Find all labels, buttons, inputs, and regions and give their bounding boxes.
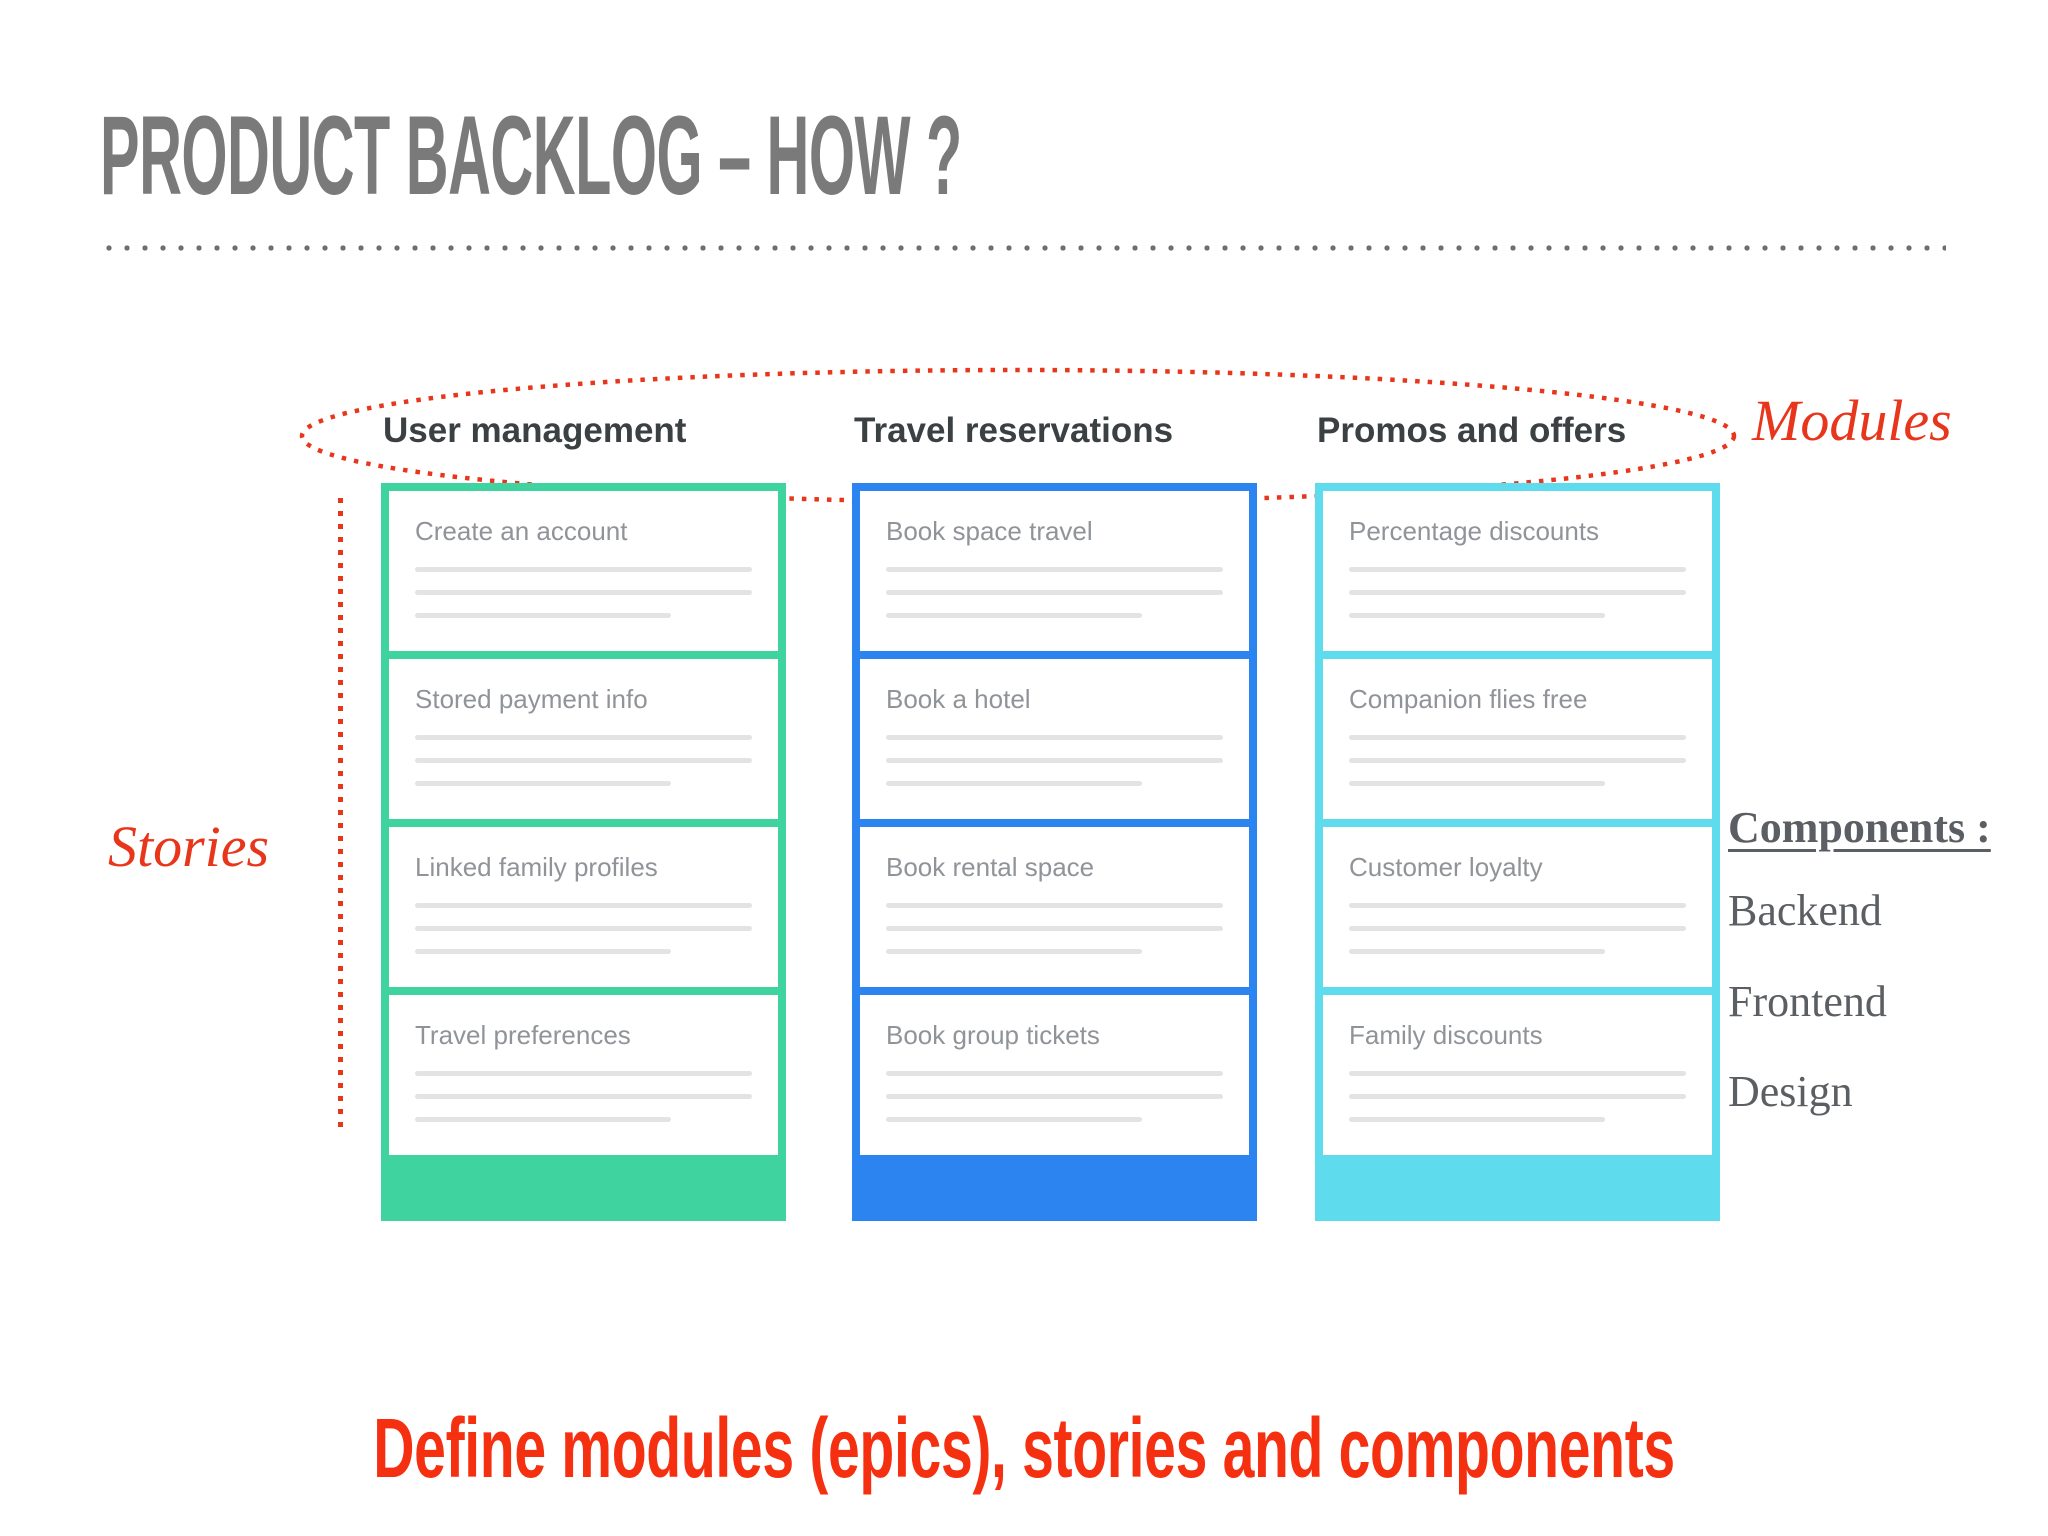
- story-card: Customer loyalty: [1323, 827, 1712, 987]
- component-item-design: Design: [1728, 1067, 1853, 1117]
- story-card-title: Customer loyalty: [1349, 852, 1543, 882]
- placeholder-line: [415, 1094, 752, 1099]
- story-card: Travel preferences: [389, 995, 778, 1155]
- placeholder-line: [886, 758, 1223, 763]
- story-card-title: Family discounts: [1349, 1020, 1543, 1050]
- placeholder-line: [415, 758, 752, 763]
- placeholder-line: [415, 735, 752, 740]
- column-header-promos-and-offers: Promos and offers: [1317, 411, 1627, 450]
- story-card: Book space travel: [860, 491, 1249, 651]
- story-card: Book a hotel: [860, 659, 1249, 819]
- stories-dotted-line: [338, 498, 343, 1128]
- placeholder-line: [415, 1071, 752, 1076]
- placeholder-line: [415, 926, 752, 931]
- story-card-title: Percentage discounts: [1349, 516, 1600, 546]
- page-title: PRODUCT BACKLOG – HOW ?: [100, 93, 962, 218]
- backlog-column-promos-and-offers: Percentage discounts Companion flies fre…: [1315, 483, 1720, 1221]
- story-card: Percentage discounts: [1323, 491, 1712, 651]
- story-card-title: Book group tickets: [886, 1020, 1100, 1050]
- story-card: Linked family profiles: [389, 827, 778, 987]
- story-card: Book rental space: [860, 827, 1249, 987]
- placeholder-line: [886, 1071, 1223, 1076]
- story-card-title: Book a hotel: [886, 684, 1031, 714]
- placeholder-line: [415, 1117, 672, 1122]
- components-heading: Components :: [1728, 803, 1991, 852]
- placeholder-line: [886, 949, 1143, 954]
- placeholder-line: [1349, 567, 1686, 572]
- placeholder-line: [1349, 781, 1606, 786]
- placeholder-line: [886, 926, 1223, 931]
- placeholder-line: [1349, 1094, 1686, 1099]
- backlog-column-travel-reservations: Book space travel Book a hotel Book rent…: [852, 483, 1257, 1221]
- component-item-backend: Backend: [1728, 885, 1882, 935]
- placeholder-line: [886, 1117, 1143, 1122]
- component-item-frontend: Frontend: [1728, 976, 1887, 1026]
- slide-caption: Define modules (epics), stories and comp…: [373, 1401, 1675, 1495]
- story-card: Companion flies free: [1323, 659, 1712, 819]
- placeholder-line: [1349, 613, 1606, 618]
- placeholder-line: [415, 590, 752, 595]
- stories-label: Stories: [108, 814, 270, 879]
- modules-label: Modules: [1752, 388, 1952, 453]
- column-header-travel-reservations: Travel reservations: [854, 411, 1174, 450]
- placeholder-line: [886, 1094, 1223, 1099]
- placeholder-line: [415, 781, 672, 786]
- placeholder-line: [1349, 949, 1606, 954]
- placeholder-line: [1349, 903, 1686, 908]
- placeholder-line: [886, 781, 1143, 786]
- placeholder-line: [886, 590, 1223, 595]
- column-header-user-management: User management: [383, 411, 687, 450]
- placeholder-line: [1349, 758, 1686, 763]
- story-card-title: Linked family profiles: [415, 852, 658, 882]
- placeholder-line: [415, 567, 752, 572]
- story-card-title: Book space travel: [886, 516, 1093, 546]
- caption-row: Define modules (epics), stories and comp…: [0, 1401, 2048, 1495]
- placeholder-line: [886, 903, 1223, 908]
- placeholder-line: [1349, 926, 1686, 931]
- placeholder-line: [1349, 1117, 1606, 1122]
- placeholder-line: [415, 949, 672, 954]
- placeholder-line: [886, 735, 1223, 740]
- components-panel: Components : Backend Frontend Design: [1728, 802, 1991, 1119]
- backlog-column-user-management: Create an account Stored payment info Li…: [381, 483, 786, 1221]
- story-card-title: Stored payment info: [415, 684, 648, 714]
- title-separator-dotted-line: [100, 242, 1946, 254]
- placeholder-line: [415, 903, 752, 908]
- placeholder-line: [1349, 735, 1686, 740]
- story-card: Book group tickets: [860, 995, 1249, 1155]
- story-card: Stored payment info: [389, 659, 778, 819]
- placeholder-line: [415, 613, 672, 618]
- placeholder-line: [1349, 1071, 1686, 1076]
- story-card-title: Book rental space: [886, 852, 1095, 882]
- story-card-title: Companion flies free: [1349, 684, 1588, 714]
- placeholder-line: [886, 613, 1143, 618]
- story-card: Create an account: [389, 491, 778, 651]
- story-card: Family discounts: [1323, 995, 1712, 1155]
- placeholder-line: [1349, 590, 1686, 595]
- placeholder-line: [886, 567, 1223, 572]
- story-card-title: Travel preferences: [415, 1020, 631, 1050]
- story-card-title: Create an account: [415, 516, 628, 546]
